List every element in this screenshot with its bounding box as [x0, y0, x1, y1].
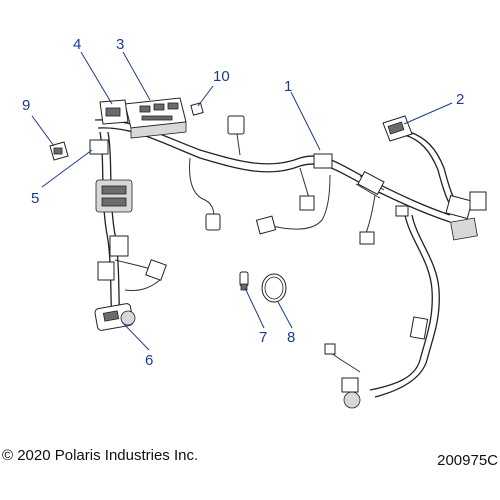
- callout-6: 6: [145, 352, 153, 369]
- callout-5: 5: [31, 190, 39, 207]
- connector-clip: [49, 141, 69, 161]
- connector-block-cluster: [89, 139, 167, 281]
- relay-module: [99, 99, 129, 125]
- small-clip: [190, 102, 204, 116]
- callout-2: 2: [456, 91, 464, 108]
- leader-lines: [31, 51, 453, 351]
- right-connector-cluster: [395, 191, 487, 241]
- lower-right-connectors: [324, 316, 429, 409]
- callout-4: 4: [73, 36, 81, 53]
- left-harness-branch: [99, 131, 161, 321]
- upper-right-connector: [382, 115, 413, 142]
- upper-right-branch: [404, 131, 457, 206]
- middle-connectors: [205, 115, 375, 245]
- callout-7: 7: [259, 329, 267, 346]
- right-lower-branch: [329, 214, 440, 398]
- callout-9: 9: [22, 97, 30, 114]
- fuse-box: [124, 97, 187, 139]
- lower-connector: [94, 303, 136, 331]
- copyright-text: © 2020 Polaris Industries Inc.: [2, 447, 199, 464]
- callout-3: 3: [116, 36, 124, 53]
- figure-id: 200975C: [437, 452, 498, 469]
- callout-8: 8: [287, 329, 295, 346]
- callout-10: 10: [213, 68, 230, 85]
- cable-tie: [261, 273, 287, 303]
- small-sensor: [239, 271, 249, 291]
- callout-1: 1: [284, 78, 292, 95]
- callouts: 1 2 3 4 5 6 7 8 9 10: [22, 36, 464, 369]
